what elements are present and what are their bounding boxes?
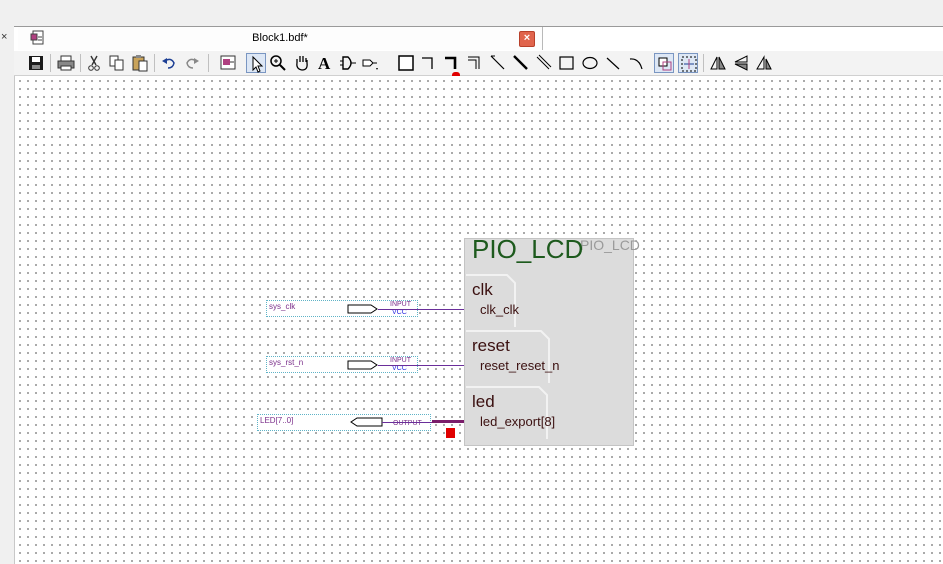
input-pin-sys-clk[interactable]: sys_clk: [266, 300, 418, 317]
rectangle-tool-icon[interactable]: [557, 53, 577, 73]
block-editor-toolbar: A: [14, 51, 943, 76]
arc-tool-icon[interactable]: [626, 53, 646, 73]
pin-tool-icon[interactable]: [361, 53, 381, 73]
svg-text:A: A: [318, 54, 331, 73]
diagonal-node-tool-icon[interactable]: [488, 53, 508, 73]
hand-tool-icon[interactable]: [292, 53, 312, 73]
annotation-marker: [446, 428, 455, 438]
text-tool-icon[interactable]: A: [315, 53, 335, 73]
input-pin-sys-rst-n[interactable]: sys_rst_n: [266, 356, 418, 373]
cut-icon[interactable]: [84, 53, 104, 73]
wire-led-stub[interactable]: [382, 422, 432, 423]
selection-tool-icon[interactable]: [246, 53, 266, 73]
left-panel-strip: [0, 26, 15, 564]
zoom-tool-icon[interactable]: [268, 53, 288, 73]
tab-close-icon[interactable]: ×: [519, 31, 535, 47]
wire-sys-clk[interactable]: [378, 309, 479, 310]
side-panel-close-icon[interactable]: ×: [1, 31, 8, 43]
toolbar-separator: [50, 54, 51, 72]
pin-type-label: INPUT: [390, 357, 411, 364]
port-group-reset: reset: [472, 336, 510, 355]
block-diagram-file-icon: [30, 30, 46, 46]
flip-horizontal-icon[interactable]: [708, 53, 728, 73]
input-pin-symbol: [347, 304, 378, 314]
oval-tool-icon[interactable]: [580, 53, 600, 73]
component-title: PIO_LCD: [472, 234, 584, 264]
window-top-area: [0, 0, 943, 26]
port-signal-led: led_export[8]: [480, 414, 556, 429]
paste-icon[interactable]: [130, 53, 150, 73]
undo-icon[interactable]: [159, 53, 179, 73]
pin-type-label: OUTPUT: [393, 420, 422, 427]
port-signal-clk: clk_clk: [480, 302, 520, 317]
toolbar-separator: [208, 54, 209, 72]
tab-title: Block1.bdf*: [252, 32, 308, 44]
block-tool-icon[interactable]: [396, 53, 416, 73]
save-icon[interactable]: [26, 53, 46, 73]
input-pin-symbol: [347, 360, 378, 370]
diagonal-bus-tool-icon[interactable]: [511, 53, 531, 73]
symbol-tool-icon[interactable]: [218, 53, 238, 73]
symbol-insert-icon[interactable]: [338, 53, 358, 73]
pin-name-label: sys_rst_n: [269, 358, 304, 367]
pin-type-label: INPUT: [390, 301, 411, 308]
toolbar-separator: [703, 54, 704, 72]
diagonal-conduit-tool-icon[interactable]: [534, 53, 554, 73]
document-tab-bar: Block1.bdf* ×: [14, 26, 943, 52]
orthogonal-node-tool-icon[interactable]: [419, 53, 439, 73]
port-group-led: led: [472, 392, 495, 411]
port-group-outlines: [466, 274, 550, 439]
redo-icon[interactable]: [182, 53, 202, 73]
toolbar-separator: [80, 54, 81, 72]
component-ghost-title: PIO_LCD: [580, 237, 640, 253]
toolbar-separator: [154, 54, 155, 72]
print-icon[interactable]: [56, 53, 76, 73]
rubberbanding-icon[interactable]: [654, 53, 674, 73]
pin-name-label: sys_clk: [269, 302, 296, 311]
pin-vcc-label: VCC: [392, 365, 407, 372]
port-group-clk: clk: [472, 280, 493, 299]
partial-line-selection-icon[interactable]: [678, 53, 698, 73]
rotate-icon[interactable]: [754, 53, 774, 73]
tab-block1[interactable]: Block1.bdf* ×: [18, 27, 543, 50]
component-pio-lcd[interactable]: [464, 238, 634, 446]
wire-sys-rst-n[interactable]: [378, 365, 479, 366]
output-pin-led[interactable]: LED[7..0]: [257, 414, 431, 431]
port-signal-reset: reset_reset_n: [480, 358, 560, 373]
bus-led-export[interactable]: [432, 420, 479, 423]
output-pin-symbol: [350, 417, 383, 427]
copy-icon[interactable]: [107, 53, 127, 73]
flip-vertical-icon[interactable]: [731, 53, 751, 73]
pin-name-label: LED[7..0]: [260, 416, 294, 425]
line-tool-icon[interactable]: [603, 53, 623, 73]
orthogonal-bus-tool-icon[interactable]: [442, 53, 462, 73]
orthogonal-conduit-tool-icon[interactable]: [465, 53, 485, 73]
pin-vcc-label: VCC: [392, 309, 407, 316]
